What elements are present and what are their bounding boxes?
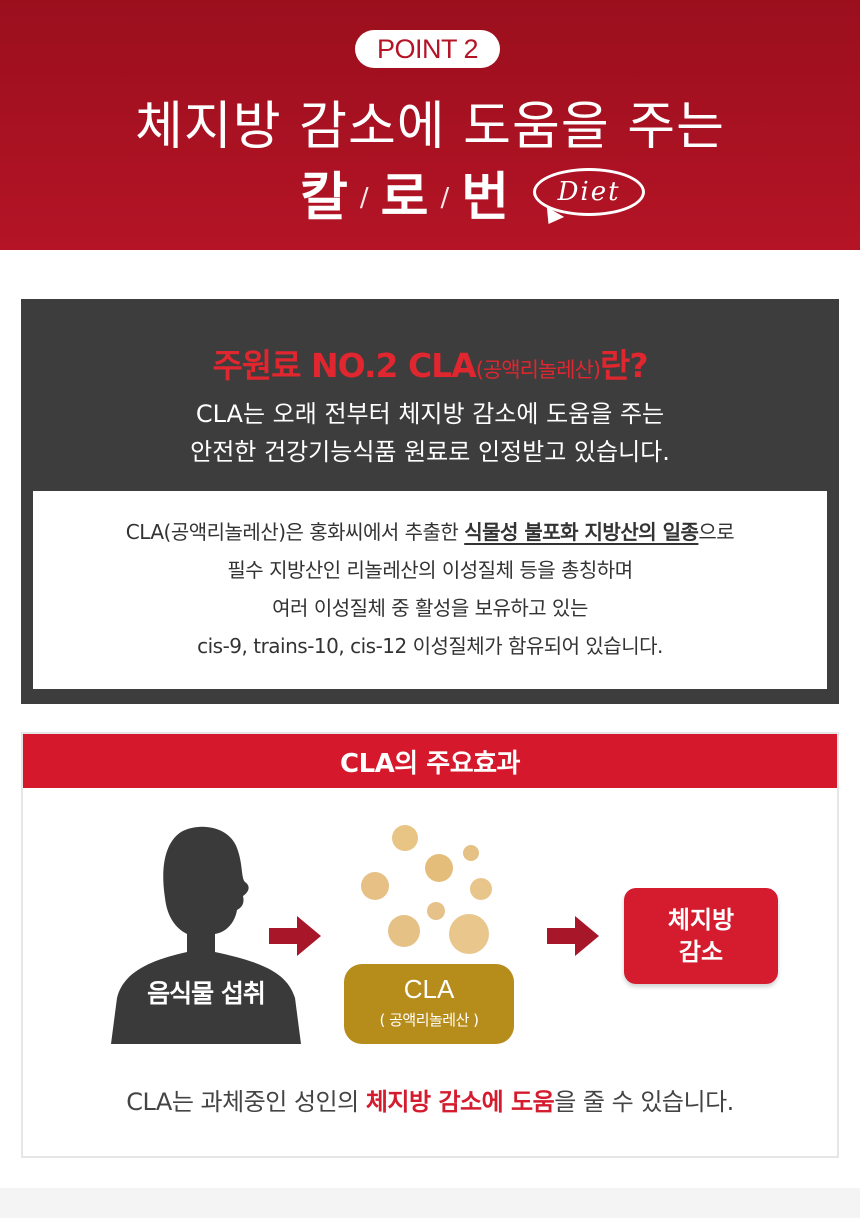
arrow-right-icon — [547, 916, 599, 956]
header-banner: POINT 2 체지방 감소에 도움을 주는 칼 / 로 / 번 Diet — [0, 0, 860, 250]
detail-box: CLA(공액리놀레산)은 홍화씨에서 추출한 식물성 불포화 지방산의 일종으로… — [33, 491, 827, 689]
effects-summary: CLA는 과체중인 성인의 체지방 감소에 도움을 줄 수 있습니다. — [23, 1082, 837, 1117]
intro-title-main: 주원료 NO.2 CLA — [212, 346, 476, 385]
summary-text-segment: 을 줄 수 있습니다. — [554, 1088, 734, 1116]
brand-slash-1: / — [359, 183, 369, 213]
intro-title: 주원료 NO.2 CLA(공액리놀레산)란? — [21, 339, 839, 387]
summary-text-segment: CLA는 과체중인 성인의 — [126, 1088, 366, 1116]
brand-slash-2: / — [440, 183, 450, 213]
summary-emphasis: 체지방 감소에 도움 — [365, 1088, 555, 1116]
brand-name-row: 칼 / 로 / 번 Diet — [300, 160, 646, 228]
intro-panel: 주원료 NO.2 CLA(공액리놀레산)란? CLA는 오래 전부터 체지방 감… — [21, 299, 839, 704]
detail-line: 여러 이성질체 중 활성을 보유하고 있는 — [272, 596, 588, 620]
detail-emphasis: 식물성 불포화 지방산의 일종 — [464, 520, 699, 544]
intro-desc-line: CLA는 오래 전부터 체지방 감소에 도움을 주는 — [195, 400, 665, 428]
brand-word-3: 번 — [461, 167, 510, 228]
intro-title-end: 란? — [600, 346, 649, 385]
headline: 체지방 감소에 도움을 주는 — [135, 97, 725, 157]
result-badge: 체지방 감소 — [624, 888, 778, 984]
cla-badge: CLA ( 공액리놀레산 ) — [344, 964, 514, 1044]
intro-desc-line: 안전한 건강기능식품 원료로 인정받고 있습니다. — [190, 438, 670, 466]
detail-line: cis-9, trains-10, cis-12 이성질체가 함유되어 있습니다… — [197, 634, 663, 658]
cla-name: CLA — [403, 974, 455, 1004]
intro-title-paren: (공액리놀레산) — [475, 358, 601, 382]
detail-text-segment: CLA(공액리놀레산)은 홍화씨에서 추출한 — [125, 520, 465, 544]
person-silhouette-icon — [111, 826, 301, 1044]
result-line: 감소 — [678, 938, 724, 966]
effects-panel: CLA의 주요효과 음식물 섭취 CLA ( 공액리놀레산 ) 체지방 감소 C… — [21, 732, 839, 1158]
detail-line: 필수 지방산인 리놀레산의 이성질체 등을 총칭하며 — [227, 558, 633, 582]
result-line: 체지방 — [667, 906, 735, 934]
point-badge: POINT 2 — [355, 30, 500, 68]
cla-particles-icon — [361, 825, 492, 954]
cla-subtitle: ( 공액리놀레산 ) — [379, 1011, 479, 1029]
effects-title: CLA의 주요효과 — [23, 734, 837, 788]
intro-description: CLA는 오래 전부터 체지방 감소에 도움을 주는 안전한 건강기능식품 원료… — [21, 395, 839, 471]
brand-word-1: 칼 — [300, 167, 348, 228]
detail-text: CLA(공액리놀레산)은 홍화씨에서 추출한 식물성 불포화 지방산의 일종으로… — [33, 513, 827, 665]
brand-word-2: 로 — [380, 167, 429, 228]
bottom-divider — [0, 1188, 860, 1218]
detail-line: CLA(공액리놀레산)은 홍화씨에서 추출한 식물성 불포화 지방산의 일종으로 — [33, 513, 827, 551]
detail-text-segment: 으로 — [698, 520, 735, 544]
speech-bubble-icon: Diet — [533, 168, 646, 216]
diet-label: Diet — [557, 177, 621, 207]
step-intake-label: 음식물 섭취 — [147, 979, 266, 1008]
arrow-right-icon — [269, 916, 321, 956]
